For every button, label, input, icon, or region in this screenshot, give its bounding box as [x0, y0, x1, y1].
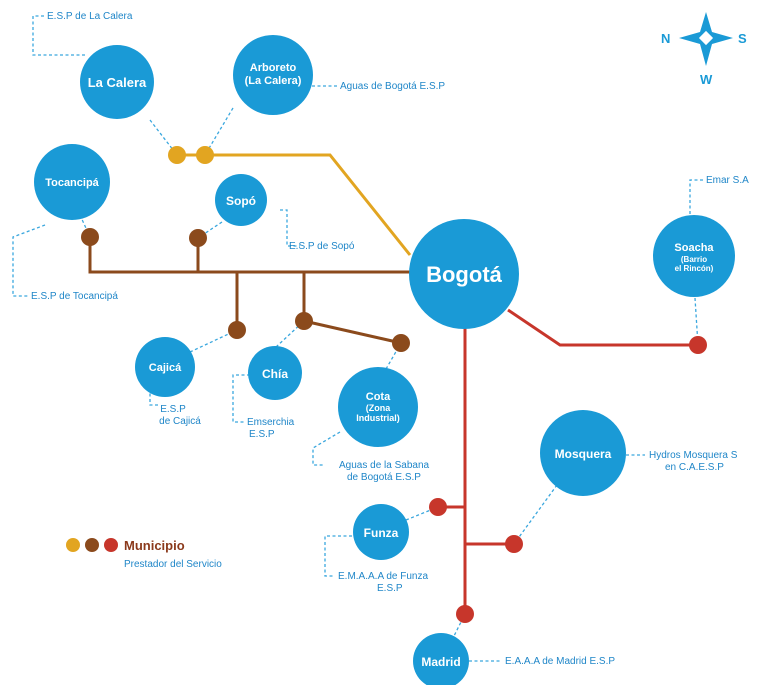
- leader-cota: [312, 431, 341, 466]
- city-label-soacha-2: (Barrio: [681, 255, 707, 264]
- leader-tocancipa: [12, 224, 46, 297]
- provider-mosquera-1: Hydros Mosquera S: [649, 450, 738, 461]
- leader-mosquera-node: [513, 484, 558, 545]
- line-red-soacha: [507, 308, 698, 347]
- city-mosquera: Mosquera: [540, 410, 626, 496]
- network-lines: [88, 153, 698, 614]
- city-label-soacha-3: el Rincón): [675, 264, 714, 273]
- compass-rose: N S W: [661, 12, 747, 87]
- provider-cajica-1: E.S.P: [160, 404, 186, 415]
- provider-sopo: E.S.P de Sopó: [289, 241, 355, 252]
- provider-soacha: Emar S.A: [706, 175, 749, 186]
- city-label-cota-1: Cota: [366, 391, 391, 403]
- city-label-funza: Funza: [364, 526, 399, 540]
- dot-brown-cota: [392, 334, 410, 352]
- compass-north: N: [661, 31, 670, 46]
- dot-brown-chia: [295, 312, 313, 330]
- provider-cota-1: Aguas de la Sabana: [339, 460, 430, 471]
- provider-cajica-2: de Cajicá: [159, 416, 201, 427]
- dot-brown-cajica: [228, 321, 246, 339]
- provider-la-calera: E.S.P de La Calera: [47, 11, 133, 22]
- provider-madrid: E.A.A.A de Madrid E.S.P: [505, 656, 615, 667]
- provider-arboreto: Aguas de Bogotá E.S.P: [340, 81, 445, 92]
- city-cajica: Cajicá: [135, 337, 195, 397]
- junction-dots: [81, 146, 707, 623]
- city-bogota: Bogotá: [409, 219, 519, 329]
- dot-red-madrid: [456, 605, 474, 623]
- city-label-mosquera: Mosquera: [555, 447, 612, 461]
- leader-funza: [324, 535, 352, 577]
- dot-red-funza: [429, 498, 447, 516]
- provider-tocancipa: E.S.P de Tocancipá: [31, 291, 118, 302]
- city-label-bogota: Bogotá: [426, 262, 503, 287]
- legend-title: Municipio: [124, 538, 185, 553]
- city-chia: Chía: [248, 346, 302, 400]
- provider-funza-2: E.S.P: [377, 583, 403, 594]
- provider-labels: E.S.P de La Calera Aguas de Bogotá E.S.P…: [31, 11, 749, 667]
- city-tocancipa: Tocancipá: [34, 144, 110, 220]
- compass-west: W: [700, 72, 713, 87]
- leader-la-calera-node: [149, 119, 178, 156]
- leader-sopo: [280, 209, 300, 247]
- provider-chia-1: Emserchia: [247, 417, 295, 428]
- compass-south: S: [738, 31, 747, 46]
- city-label-madrid: Madrid: [421, 655, 460, 669]
- legend-subtitle: Prestador del Servicio: [124, 559, 222, 570]
- city-sopo: Sopó: [215, 174, 267, 226]
- provider-mosquera-2: en C.A.E.S.P: [665, 462, 724, 473]
- city-label-cajica: Cajicá: [149, 362, 182, 374]
- line-brown-cota: [303, 319, 402, 345]
- city-cota: Cota (Zona Industrial): [338, 367, 418, 447]
- leader-tocancipa-node: [79, 214, 91, 238]
- city-label-soacha-1: Soacha: [674, 242, 714, 254]
- dot-brown-tocancipa: [81, 228, 99, 246]
- city-arboreto: Arboreto (La Calera): [233, 35, 313, 115]
- city-funza: Funza: [353, 504, 409, 560]
- leader-cajica: [149, 377, 160, 406]
- line-la-calera-bogota: [177, 153, 412, 256]
- city-label-tocancipa: Tocancipá: [45, 177, 99, 189]
- city-label-cota-3: Industrial): [356, 413, 400, 423]
- legend-dot-red: [104, 538, 118, 552]
- city-label-la-calera: La Calera: [88, 75, 147, 90]
- provider-funza-1: E.M.A.A.A de Funza: [338, 571, 428, 582]
- city-label-sopo: Sopó: [226, 194, 256, 208]
- city-label-arboreto-2: (La Calera): [245, 75, 302, 87]
- city-madrid: Madrid: [413, 633, 469, 685]
- dot-red-mosquera: [505, 535, 523, 553]
- city-label-chia: Chía: [262, 367, 288, 381]
- provider-cota-2: de Bogotá E.S.P: [347, 472, 421, 483]
- dot-gold-1: [168, 146, 186, 164]
- dot-gold-2: [196, 146, 214, 164]
- line-brown-main: [88, 237, 410, 274]
- leader-arboreto-node: [204, 107, 234, 156]
- leader-chia-node: [275, 320, 305, 348]
- provider-chia-2: E.S.P: [249, 429, 275, 440]
- dot-red-soacha: [689, 336, 707, 354]
- city-soacha: Soacha (Barrio el Rincón): [653, 215, 735, 297]
- city-la-calera: La Calera: [80, 45, 154, 119]
- leader-la-calera: [32, 15, 85, 56]
- legend-dot-brown: [85, 538, 99, 552]
- city-label-cota-2: (Zona: [366, 403, 391, 413]
- legend-dot-gold: [66, 538, 80, 552]
- leader-chia: [232, 374, 250, 423]
- leader-soacha: [689, 179, 703, 214]
- dot-brown-sopo: [189, 229, 207, 247]
- city-label-arboreto-1: Arboreto: [250, 62, 297, 74]
- legend: Municipio Prestador del Servicio: [66, 538, 222, 570]
